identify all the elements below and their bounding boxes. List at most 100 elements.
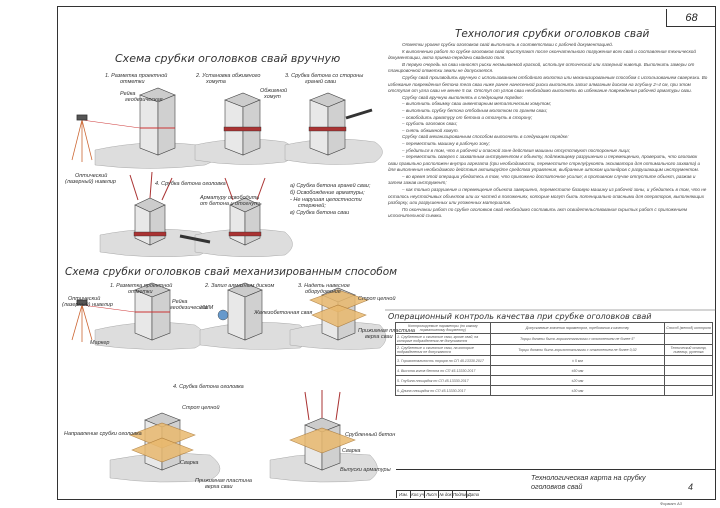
mech-marker: Маркер	[90, 340, 110, 346]
qc-row: 6. Длина площадок по СП 45.13330.2017±30…	[395, 385, 713, 396]
ground-manual-bottom	[99, 228, 293, 258]
pile-manual-2	[223, 92, 262, 156]
qc-row: 3. Горизонтальность торцов по СП 45.1333…	[395, 355, 713, 366]
mech-step-4: 4. Срубка бетона оголовка	[173, 384, 244, 390]
manual-note-a: а) Срубка бетона граней сваи;	[290, 183, 371, 189]
qc-cell: ±20 мм	[489, 375, 666, 386]
manual-step-1b: отметки	[120, 79, 145, 85]
mech-step-1b: отметки	[128, 289, 153, 295]
qc-cell	[664, 355, 713, 366]
manual-note-c2: стержней;	[298, 203, 326, 209]
manual-rebar-free: Арматуру освободить	[200, 195, 260, 201]
tech-paragraph: Срубку свай производить вручную с исполь…	[388, 74, 708, 94]
pile-manual-4	[129, 171, 173, 246]
qc-header-cell: Способ (метод) контроля	[664, 322, 713, 334]
title-block-cell: Изм.	[396, 490, 410, 498]
qc-cell: 1. Срубленные и сколотые сваи, кроме сва…	[395, 333, 491, 345]
tripod-mech	[71, 299, 136, 342]
pile-mech-2	[217, 282, 263, 341]
mech-usm: УШМ	[200, 305, 214, 311]
qc-cell	[664, 375, 713, 386]
manual-rebar-free2: от бетона и отогнуть	[200, 201, 262, 207]
title-block-cell: № док	[438, 490, 452, 498]
mech-dir: Направление срубки оголовка	[64, 431, 142, 437]
mech-svarka: Сварка	[180, 460, 199, 466]
mech-rail: Рейка	[172, 299, 188, 305]
qc-cell: 4. Высота голов бетона по СП 45.13330.20…	[395, 365, 491, 376]
qc-cell: ± 5 мм	[489, 355, 666, 366]
tech-paragraph: – во время этой операции убедитесь в том…	[388, 173, 696, 186]
mech-support: Железобетонная свая	[254, 310, 313, 316]
qc-cell	[664, 333, 713, 345]
pile-mech-1	[134, 282, 171, 341]
title-block-cell: Подпись	[452, 490, 470, 498]
manual-step-2b: хомута	[206, 79, 226, 85]
tech-title: Технология срубки оголовков свай	[455, 28, 650, 40]
tripod-manual	[71, 114, 141, 162]
tech-paragraph: По окончании работ по срубке оголовков с…	[388, 206, 688, 219]
manual-rail: Рейка	[120, 91, 136, 97]
mech-rebar-out: Выпуски арматуры	[340, 467, 391, 473]
pile-manual-5	[179, 177, 266, 246]
tech-paragraph: – срубить оголовок сваи;	[402, 121, 458, 127]
qc-cell: Технический осмотр, нивелир, рулетка	[664, 344, 713, 356]
mech-wedge2: верха сваи	[365, 334, 393, 340]
manual-step-2: 2. Установка обжимного	[196, 73, 261, 79]
qc-row: 5. Глубина площадок по СП 45.13330.2017±…	[395, 375, 713, 386]
mech-wedge: Прижимная пластина	[358, 328, 415, 334]
manual-title: Схема срубки оголовков свай вручную	[115, 52, 341, 65]
qc-cell: 3. Горизонтальность торцов по СП 45.1333…	[395, 355, 491, 366]
title-block-title: Технологическая карта на срубку оголовко…	[531, 473, 646, 491]
pile-mech-5	[289, 390, 356, 471]
qc-table: Контролируемые параметры (по какому норм…	[395, 322, 713, 396]
qc-cell: 6. Длина площадок по СП 45.13330.2017	[395, 385, 491, 396]
qc-row: 4. Высота голов бетона по СП 45.13330.20…	[395, 365, 713, 376]
tech-paragraph: Отметки уровня срубки оголовков свай вып…	[402, 42, 614, 47]
tech-paragraph: – переместить машину в рабочую зону;	[402, 140, 490, 146]
tech-paragraph: – выполнить срубку бетона отбойным молот…	[402, 107, 548, 113]
qc-header-row: Контролируемые параметры (по какому норм…	[395, 322, 713, 334]
tech-paragraph: – выполнить обжимку сваи инвентарным мет…	[402, 101, 552, 107]
tech-paragraph: – переместить сваерез с захватным инстру…	[388, 154, 701, 173]
tech-text: Отметки уровня срубки оголовков свай вып…	[388, 42, 708, 220]
mech-step-2: 2. Запил алмазным диском	[205, 283, 275, 289]
tech-paragraph: В первую очередь на сваи наносят риски н…	[388, 61, 695, 74]
qc-header-cell: Контролируемые параметры (по какому норм…	[395, 322, 491, 334]
mech-level2: (лазерный) нивелир	[62, 302, 113, 308]
manual-step-3: 3. Срубка бетона со стороны	[285, 73, 364, 79]
title-block-cell: Лист	[424, 490, 438, 498]
mech-title: Схема срубки оголовков свай механизирова…	[65, 266, 398, 278]
qc-cell	[664, 385, 713, 396]
manual-note-b: б) Освобождение арматуры;	[290, 190, 365, 196]
mech-svarka2: Сварка	[342, 448, 361, 454]
title-block-cell: Кол.уч	[410, 490, 424, 498]
mech-press2: верха сваи	[205, 484, 233, 490]
manual-note-d: в) Срубка бетона сваи	[290, 210, 350, 216]
qc-row: 2. Срубленные и сколотые сваи, на которы…	[395, 344, 713, 356]
manual-note-c: - Не нарушая целостности	[290, 197, 362, 203]
manual-step-4: 4. Срубка бетона оголовка	[155, 181, 226, 187]
manual-clamp: Обжимной	[260, 88, 288, 94]
qc-cell: Торцы должны быть горизонтальными с откл…	[489, 344, 666, 356]
manual-rail2: геодезическая	[125, 97, 163, 103]
manual-clamp2: хомут	[264, 94, 281, 100]
sheet-format: Формат А3	[660, 501, 682, 506]
mech-scrap: Срубленный бетон	[345, 432, 396, 438]
qc-cell: ±30 мм	[489, 385, 666, 396]
mech-strop: Строп цепной	[182, 405, 220, 411]
tech-paragraph: Срубку свай механизированным способом вы…	[402, 134, 569, 140]
title-block-cell: Дата	[466, 490, 480, 498]
page-number: 68	[666, 9, 716, 27]
qc-cell: 2. Срубленные и сколотые сваи, на которы…	[395, 344, 491, 356]
mech-level: Оптический	[68, 296, 101, 302]
qc-row: 1. Срубленные и сколотые сваи, кроме сва…	[395, 333, 713, 345]
sheet-frame	[57, 6, 716, 500]
pile-manual-3	[308, 92, 373, 156]
tech-paragraph: – освободить арматуру от бетона и отогну…	[402, 114, 533, 120]
manual-step-1: 1. Разметка проектной	[105, 73, 168, 79]
manual-step-3b: граней сваи	[305, 79, 337, 85]
mech-press: Прижимная пластина	[195, 478, 252, 484]
